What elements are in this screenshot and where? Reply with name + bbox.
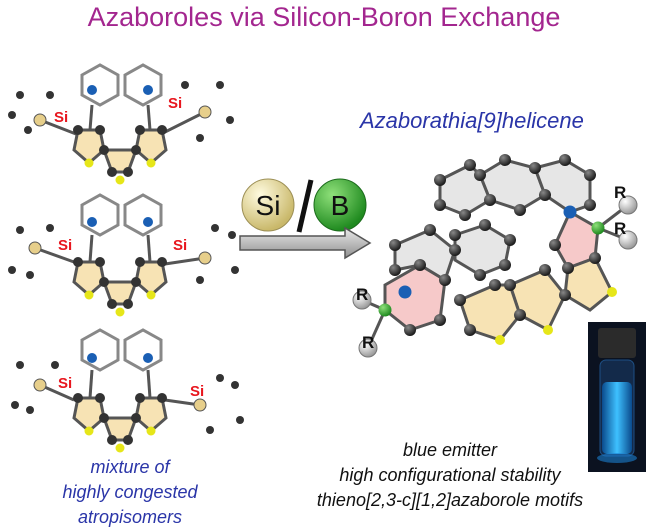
atropisomer-structure-2: Si Si (8, 193, 239, 317)
atropisomer-structure-1: Si Si (8, 63, 234, 185)
silicon-label: Si (58, 237, 72, 254)
silicon-label: Si (58, 375, 72, 392)
silicon-ball-label: Si (256, 190, 281, 221)
helicene-title: Azaborathia[9]helicene (360, 108, 584, 133)
caption-line: atropisomers (77, 507, 183, 527)
caption-line: blue emitter (402, 440, 498, 460)
atropisomer-structure-3: Si Si (11, 328, 244, 453)
caption-line: high configurational stability (339, 465, 561, 485)
atropisomer-caption: mixture of highly congested atropisomers (30, 455, 230, 530)
helicene-structure: R R R R (352, 154, 638, 358)
substituent-label: R (614, 183, 626, 202)
scheme-title: Azaboroles via Silicon-Boron Exchange (87, 2, 561, 32)
silicon-label: Si (190, 383, 204, 400)
silicon-label: Si (173, 237, 187, 254)
reaction-arrow (239, 226, 372, 260)
substituent-label: R (362, 333, 374, 352)
fluorescent-vial-photo (588, 322, 646, 472)
caption-line: thieno[2,3-c][1,2]azaborole motifs (316, 490, 584, 510)
silicon-label: Si (168, 95, 182, 112)
caption-line: mixture of (90, 457, 170, 477)
caption-line: highly congested (62, 482, 198, 502)
boron-ball-label: B (331, 190, 350, 221)
silicon-label: Si (54, 109, 68, 126)
si-b-exchange-badge: Si B (241, 178, 367, 233)
properties-caption: blue emitter high configurational stabil… (270, 438, 630, 513)
substituent-label: R (614, 219, 626, 238)
substituent-label: R (356, 285, 368, 304)
